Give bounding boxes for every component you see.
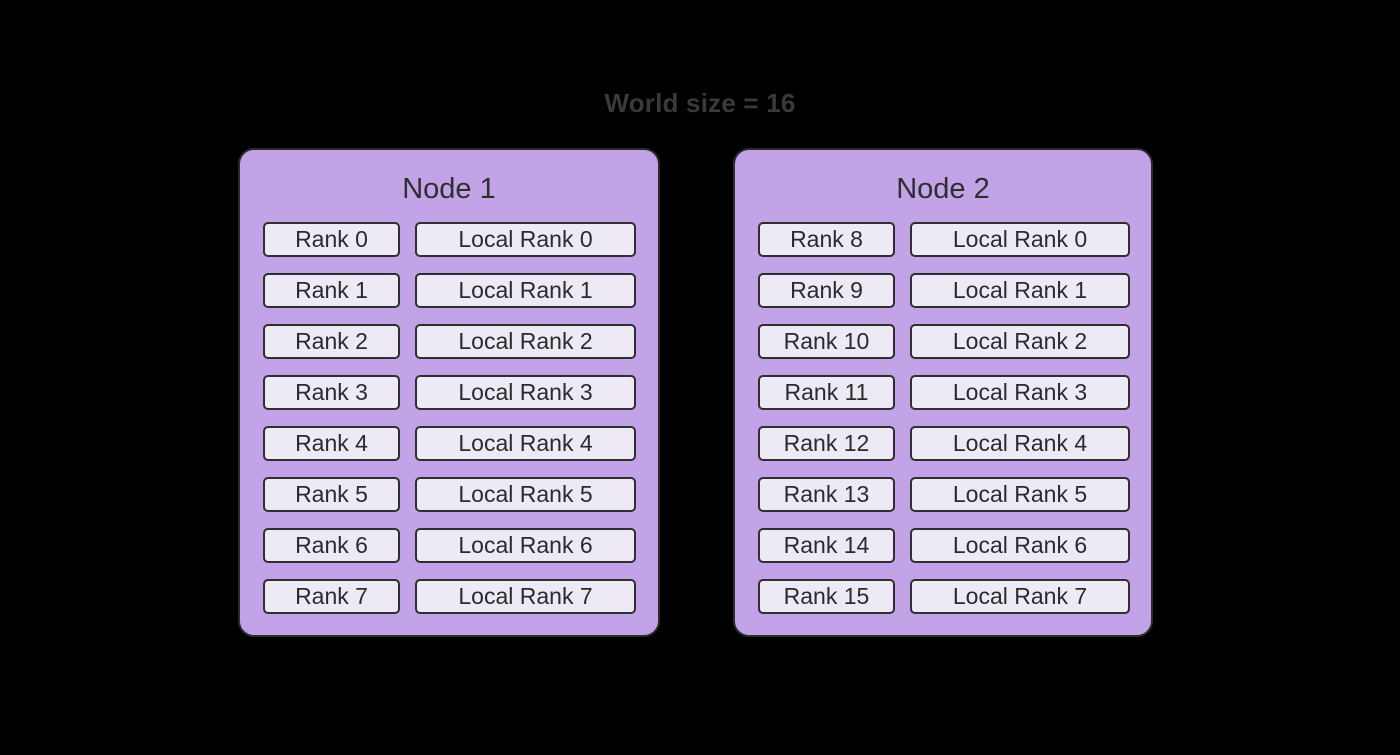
rank-row: Rank 5 Local Rank 5 xyxy=(240,477,658,512)
rank-row: Rank 8 Local Rank 0 xyxy=(735,222,1151,257)
local-rank-chip: Local Rank 6 xyxy=(910,528,1130,563)
diagram-title: World size = 16 xyxy=(604,88,796,118)
global-rank-chip: Rank 14 xyxy=(758,528,895,563)
global-rank-chip: Rank 5 xyxy=(263,477,400,512)
local-rank-chip: Local Rank 0 xyxy=(415,222,636,257)
global-rank-chip: Rank 1 xyxy=(263,273,400,308)
node-card-1: Node 1 Rank 0 Local Rank 0 Rank 1 Local … xyxy=(238,148,660,637)
global-rank-chip: Rank 4 xyxy=(263,426,400,461)
global-rank-chip: Rank 10 xyxy=(758,324,895,359)
rank-row: Rank 6 Local Rank 6 xyxy=(240,528,658,563)
global-rank-chip: Rank 6 xyxy=(263,528,400,563)
local-rank-chip: Local Rank 2 xyxy=(910,324,1130,359)
local-rank-chip: Local Rank 7 xyxy=(910,579,1130,614)
local-rank-chip: Local Rank 2 xyxy=(415,324,636,359)
rank-rows: Rank 8 Local Rank 0 Rank 9 Local Rank 1 … xyxy=(735,222,1151,614)
local-rank-chip: Local Rank 1 xyxy=(415,273,636,308)
rank-row: Rank 4 Local Rank 4 xyxy=(240,426,658,461)
local-rank-chip: Local Rank 4 xyxy=(415,426,636,461)
rank-row: Rank 7 Local Rank 7 xyxy=(240,579,658,614)
node-card-2: Node 2 Rank 8 Local Rank 0 Rank 9 Local … xyxy=(733,148,1153,637)
global-rank-chip: Rank 8 xyxy=(758,222,895,257)
global-rank-chip: Rank 7 xyxy=(263,579,400,614)
global-rank-chip: Rank 2 xyxy=(263,324,400,359)
local-rank-chip: Local Rank 7 xyxy=(415,579,636,614)
rank-row: Rank 13 Local Rank 5 xyxy=(735,477,1151,512)
local-rank-chip: Local Rank 5 xyxy=(910,477,1130,512)
rank-row: Rank 12 Local Rank 4 xyxy=(735,426,1151,461)
local-rank-chip: Local Rank 4 xyxy=(910,426,1130,461)
global-rank-chip: Rank 13 xyxy=(758,477,895,512)
node-title: Node 2 xyxy=(896,173,990,205)
global-rank-chip: Rank 15 xyxy=(758,579,895,614)
global-rank-chip: Rank 3 xyxy=(263,375,400,410)
rank-row: Rank 9 Local Rank 1 xyxy=(735,273,1151,308)
local-rank-chip: Local Rank 6 xyxy=(415,528,636,563)
local-rank-chip: Local Rank 1 xyxy=(910,273,1130,308)
node-title: Node 1 xyxy=(402,173,496,205)
rank-row: Rank 2 Local Rank 2 xyxy=(240,324,658,359)
local-rank-chip: Local Rank 3 xyxy=(415,375,636,410)
local-rank-chip: Local Rank 5 xyxy=(415,477,636,512)
rank-row: Rank 10 Local Rank 2 xyxy=(735,324,1151,359)
rank-row: Rank 15 Local Rank 7 xyxy=(735,579,1151,614)
rank-row: Rank 0 Local Rank 0 xyxy=(240,222,658,257)
local-rank-chip: Local Rank 3 xyxy=(910,375,1130,410)
local-rank-chip: Local Rank 0 xyxy=(910,222,1130,257)
rank-rows: Rank 0 Local Rank 0 Rank 1 Local Rank 1 … xyxy=(240,222,658,614)
rank-row: Rank 3 Local Rank 3 xyxy=(240,375,658,410)
rank-row: Rank 11 Local Rank 3 xyxy=(735,375,1151,410)
global-rank-chip: Rank 12 xyxy=(758,426,895,461)
rank-row: Rank 14 Local Rank 6 xyxy=(735,528,1151,563)
global-rank-chip: Rank 9 xyxy=(758,273,895,308)
global-rank-chip: Rank 11 xyxy=(758,375,895,410)
global-rank-chip: Rank 0 xyxy=(263,222,400,257)
rank-row: Rank 1 Local Rank 1 xyxy=(240,273,658,308)
